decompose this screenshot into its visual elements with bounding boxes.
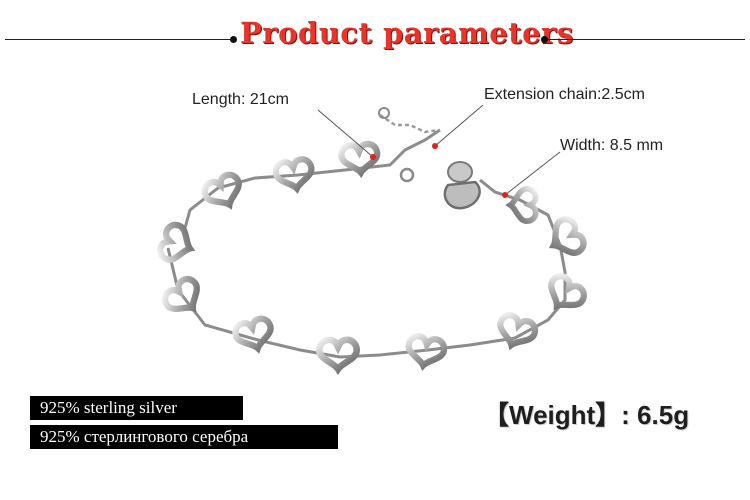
header-dot-right [541, 36, 548, 43]
width-leader [504, 151, 561, 196]
extension-end-ring [378, 107, 390, 119]
header-dot-left [230, 36, 237, 43]
jump-ring [399, 167, 415, 183]
marker-dots [370, 143, 508, 198]
material-badge-en: 925% sterling silver [30, 396, 243, 420]
page-title: Product parameters [240, 16, 574, 50]
clasp-tag [447, 161, 473, 183]
extension-chain-label: Extension chain:2.5cm [484, 86, 645, 103]
material-badge-ru: 925% стерлингового серебра [30, 425, 338, 449]
leader-lines [317, 104, 561, 196]
width-label: Width: 8.5 mm [560, 137, 664, 154]
length-marker [370, 154, 376, 160]
clasp [378, 107, 481, 210]
header-rule-left [5, 39, 233, 40]
heart-link [158, 222, 196, 265]
extension-marker [432, 143, 438, 149]
width-marker [502, 192, 508, 198]
heart-link [495, 313, 538, 351]
length-leader [317, 109, 374, 158]
heart-link [511, 189, 536, 221]
extension-chain [379, 113, 441, 134]
length-label: Length: 21cm [192, 91, 289, 108]
header-rule-right [548, 39, 745, 40]
bracelet-chain-lower [166, 178, 567, 359]
heart-link [201, 172, 245, 212]
lobster-clasp [443, 180, 481, 210]
weight-label: 【Weight】: 6.5g [483, 400, 690, 430]
extension-leader [434, 104, 484, 147]
